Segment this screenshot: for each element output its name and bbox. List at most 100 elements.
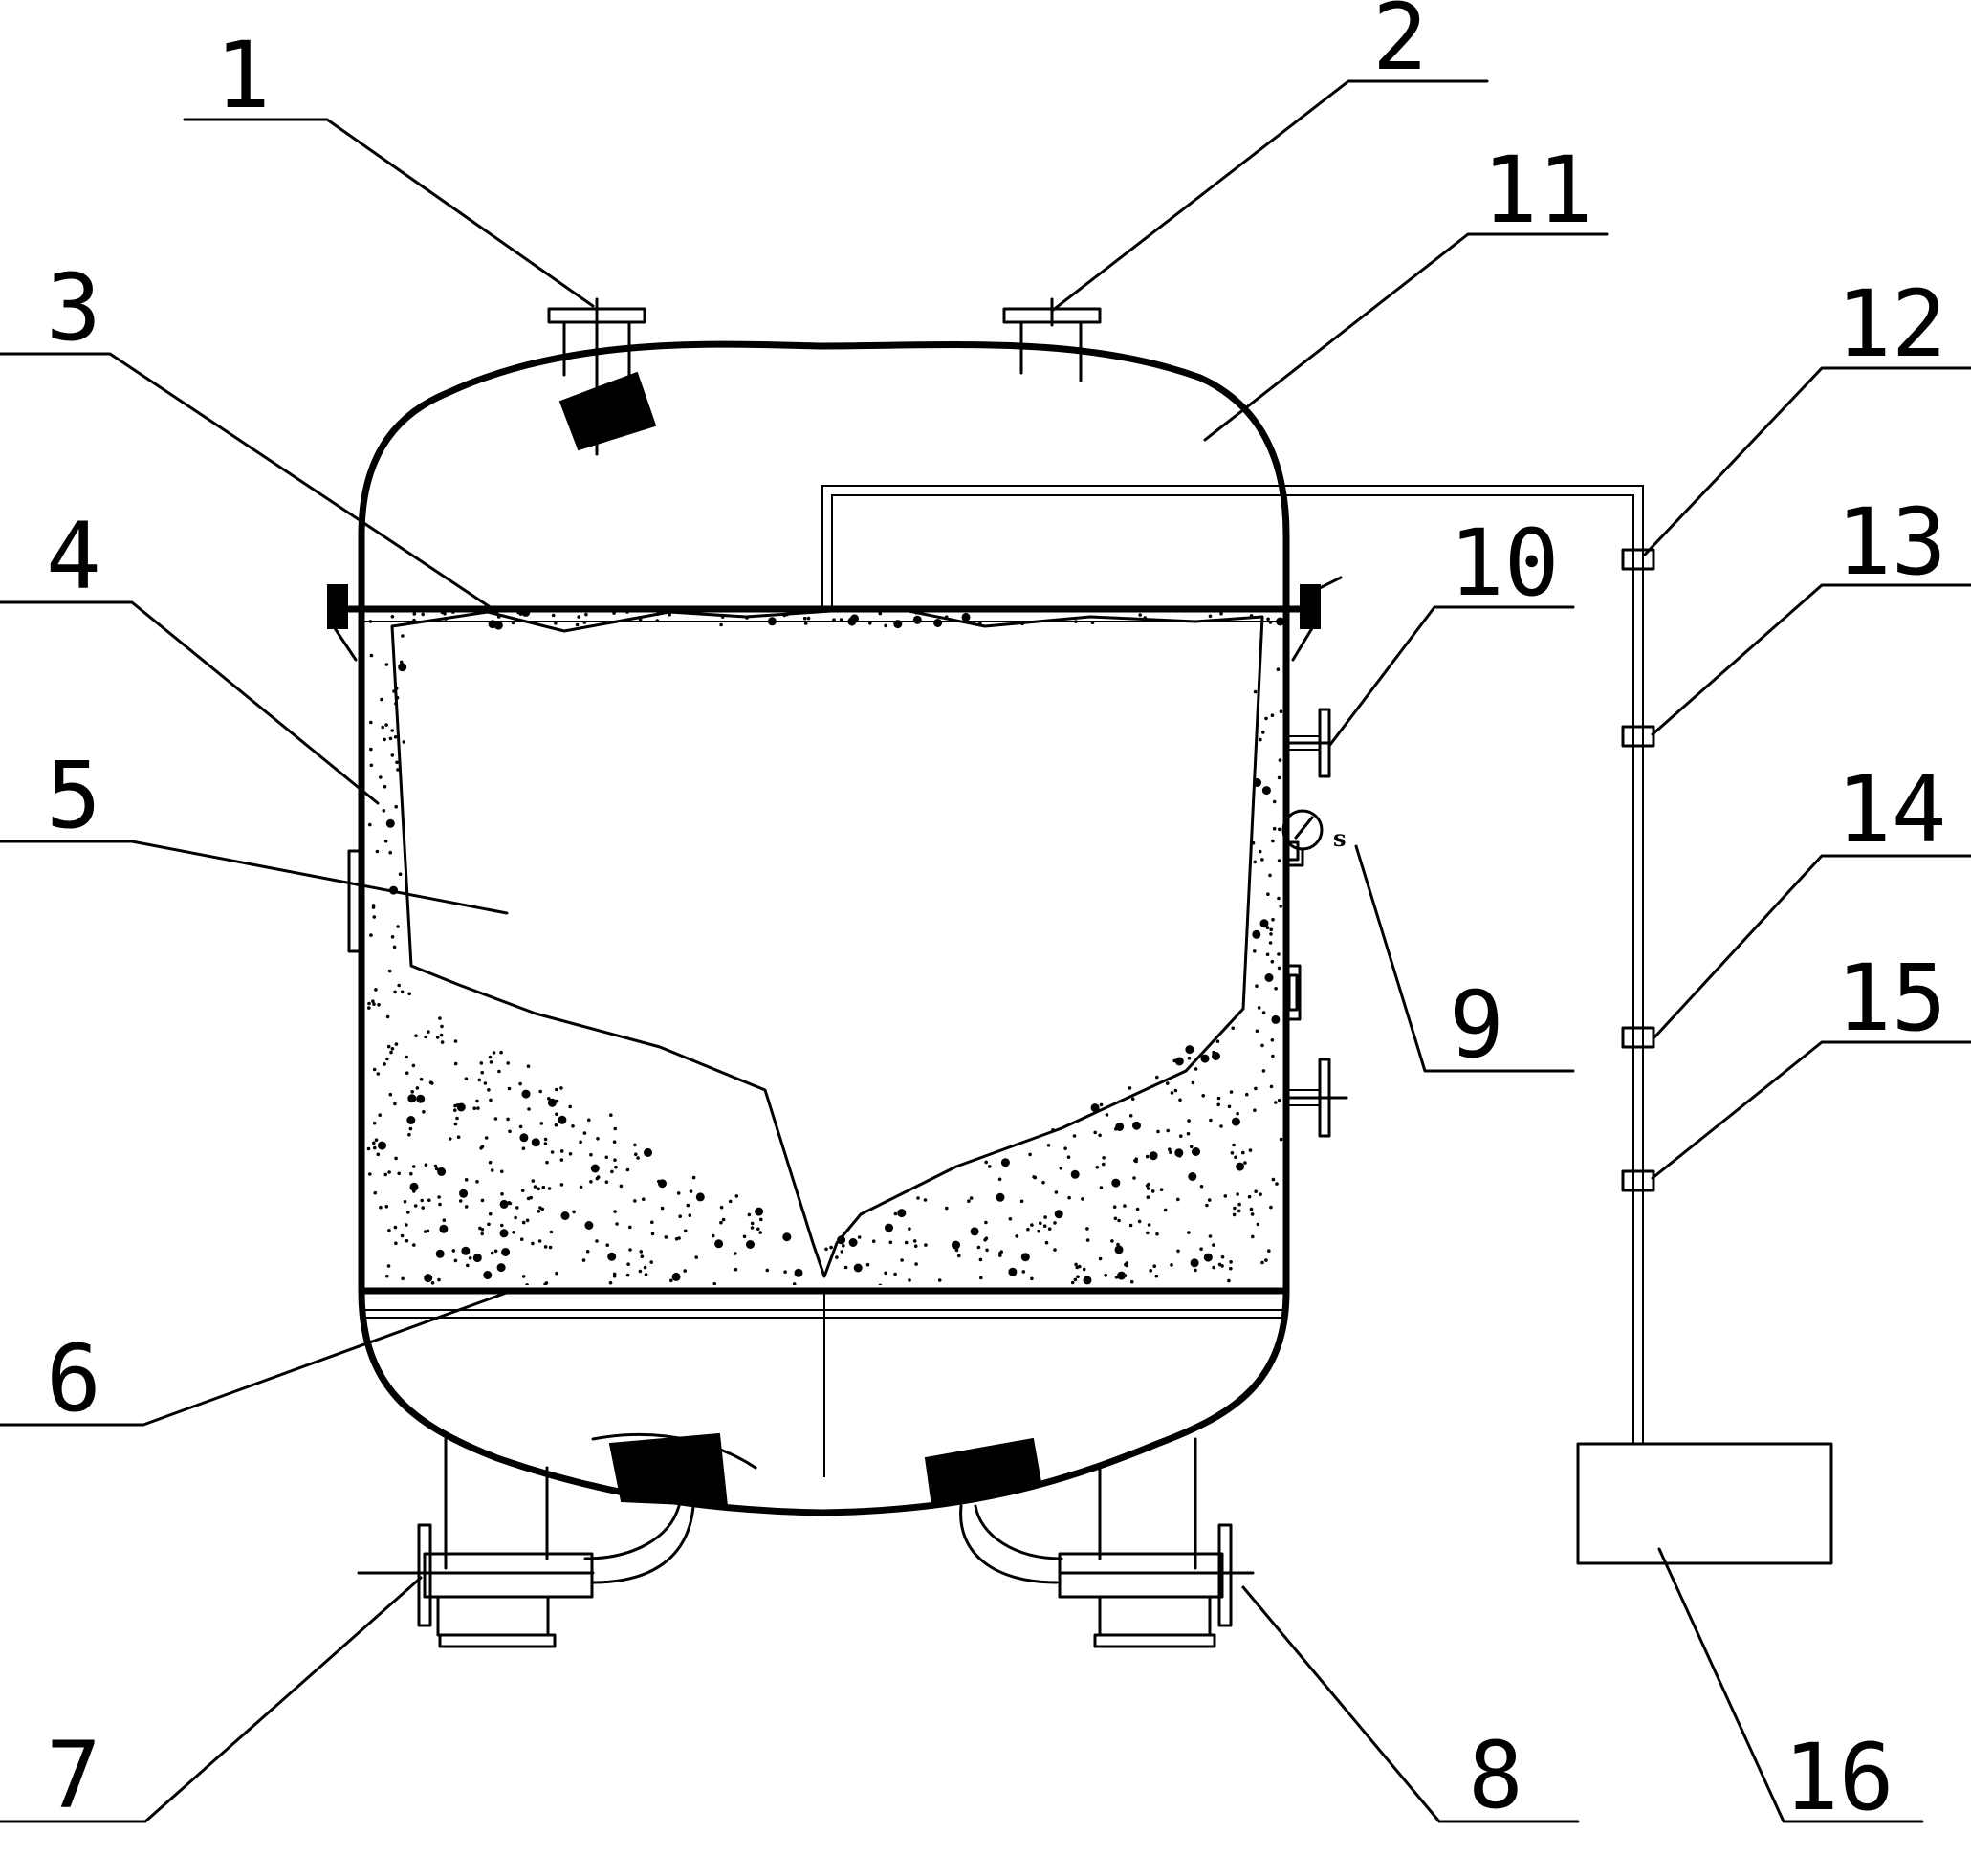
media-particle [585, 1250, 590, 1254]
media-particle [475, 1099, 479, 1103]
media-particle [407, 992, 412, 996]
media-particle [468, 1256, 472, 1260]
media-particle [1125, 1263, 1128, 1268]
media-particle [435, 1036, 440, 1039]
media-particle [1030, 1276, 1034, 1281]
media-particle [1170, 1091, 1174, 1095]
media-particle [1173, 1088, 1178, 1093]
media-particle [978, 1257, 983, 1262]
media-particle [625, 1167, 630, 1172]
media-particle [843, 1265, 848, 1270]
media-particle [607, 1252, 617, 1261]
media-particle [403, 1199, 407, 1204]
media-particle [1253, 1108, 1257, 1112]
media-particle [660, 1206, 665, 1211]
media-particle [1270, 959, 1275, 964]
media-particle [868, 622, 872, 625]
media-particle [572, 1210, 576, 1214]
media-particle [420, 1198, 425, 1203]
media-particle [1146, 1195, 1150, 1199]
media-particle [1149, 1151, 1158, 1161]
media-particle [531, 1179, 536, 1183]
media-particle [747, 1212, 752, 1217]
media-particle [640, 1254, 645, 1258]
media-particle [1129, 1279, 1134, 1284]
media-particle [1099, 1186, 1104, 1189]
media-particle [1258, 849, 1262, 854]
media-particle [983, 1238, 987, 1242]
media-particle [398, 663, 407, 672]
media-particle [393, 1225, 398, 1230]
media-particle [1208, 614, 1213, 619]
media-particle [957, 1254, 961, 1258]
media-particle [1268, 941, 1273, 945]
media-particle [595, 1176, 600, 1181]
media-particle [1030, 1223, 1034, 1227]
media-particle [400, 990, 405, 994]
media-particle [1264, 716, 1268, 721]
media-particle [414, 1034, 418, 1037]
media-particle [829, 1245, 833, 1250]
gauge-letter: s [1333, 824, 1347, 852]
media-particle [538, 1089, 542, 1094]
media-particle [1219, 1124, 1223, 1128]
media-particle [839, 618, 843, 622]
callout-15: 15 [1836, 945, 1947, 1052]
media-particle [1146, 1231, 1150, 1235]
media-particle [1229, 1090, 1234, 1094]
media-particle [368, 1172, 372, 1176]
media-particle [374, 988, 378, 992]
media-particle [480, 1070, 485, 1075]
media-particle [720, 615, 725, 619]
media-particle [389, 1050, 393, 1055]
media-particle [1105, 1113, 1109, 1117]
media-particle [453, 1258, 458, 1263]
media-particle [406, 1116, 416, 1124]
media-particle [500, 1223, 504, 1228]
media-particle [1137, 1219, 1142, 1224]
media-particle [1271, 839, 1275, 843]
media-particle [424, 1274, 433, 1283]
media-particle [419, 1077, 424, 1081]
media-particle [1251, 840, 1256, 845]
media-particle [379, 1205, 383, 1210]
media-particle [1155, 1232, 1159, 1236]
media-particle [1154, 1274, 1159, 1278]
media-particle [612, 1140, 617, 1144]
media-particle [1219, 611, 1223, 616]
media-particle [1212, 1050, 1215, 1055]
media-particle [1270, 1038, 1275, 1042]
media-particle [587, 1118, 591, 1123]
media-particle [832, 618, 836, 622]
media-particle [1163, 1208, 1168, 1212]
media-particle [1070, 1169, 1080, 1179]
media-particle [734, 1267, 738, 1272]
media-particle [596, 1137, 600, 1141]
media-particle [575, 622, 580, 627]
callout-7: 7 [46, 1722, 101, 1829]
media-particle [543, 1142, 548, 1145]
media-particle [1212, 1243, 1215, 1247]
media-particle [386, 1044, 391, 1049]
media-particle [548, 1245, 553, 1250]
media-particle [1265, 926, 1270, 929]
media-particle [1081, 1197, 1084, 1201]
media-particle [1268, 621, 1273, 624]
media-particle [639, 1250, 644, 1254]
media-particle [1251, 1234, 1255, 1239]
media-particle [1008, 1217, 1013, 1221]
media-particle [387, 969, 392, 973]
media-particle [1134, 1159, 1138, 1164]
media-particle [1207, 1198, 1212, 1202]
media-particle [1145, 1184, 1150, 1188]
media-particle [369, 933, 373, 937]
media-particle [908, 1278, 911, 1282]
media-particle [1261, 786, 1271, 796]
media-particle [1230, 1151, 1235, 1155]
media-particle [1241, 1150, 1245, 1155]
tank-outer-wall [358, 340, 1290, 1516]
media-particle [501, 1248, 511, 1256]
media-particle [1264, 973, 1274, 982]
media-particle [589, 1152, 593, 1157]
media-particle [384, 663, 389, 666]
